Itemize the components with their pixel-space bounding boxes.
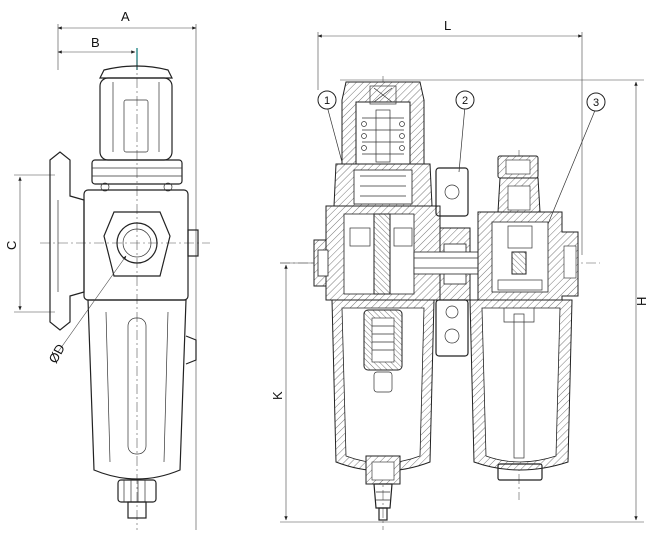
- callout-1: 1: [317, 90, 337, 110]
- side-view: A B C: [4, 9, 210, 530]
- dim-c-label: C: [4, 241, 19, 250]
- dim-a-label: A: [121, 9, 130, 24]
- callout-3: 3: [586, 92, 606, 112]
- callout-2-label: 2: [462, 95, 468, 107]
- dim-k-label: K: [270, 391, 285, 400]
- callout-1-label: 1: [324, 95, 330, 107]
- dim-h-label: H: [634, 297, 649, 306]
- dim-b-label: B: [91, 35, 100, 50]
- callout-2: 2: [455, 90, 475, 110]
- dim-d-label: ØD: [46, 341, 68, 365]
- front-section-view: L H K: [270, 18, 649, 530]
- dim-l-label: L: [444, 18, 451, 33]
- callout-3-label: 3: [593, 97, 599, 109]
